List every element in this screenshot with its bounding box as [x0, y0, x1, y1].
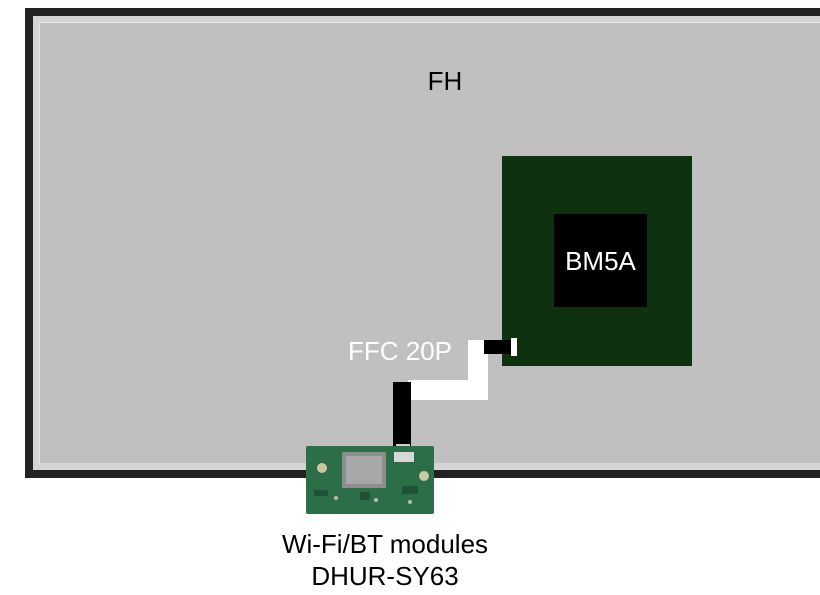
wifi-bt-module-detail	[306, 446, 434, 514]
mounting-hole-left	[317, 463, 327, 473]
ffc-connector-board-end	[484, 340, 514, 354]
module-label-line2: DHUR-SY63	[200, 560, 570, 592]
rf-shield-top	[346, 456, 382, 484]
ffc-connector-pin	[511, 338, 517, 356]
module-label: Wi-Fi/BT modules DHUR-SY63	[200, 528, 570, 592]
ffc-cable-white-horizontal	[408, 380, 488, 400]
ffc-cable-black-segment	[393, 382, 411, 450]
module-connector	[394, 452, 414, 462]
mounting-hole-right	[419, 471, 429, 481]
connector-label: FFC 20P	[348, 336, 452, 367]
module-label-line1: Wi-Fi/BT modules	[200, 528, 570, 560]
